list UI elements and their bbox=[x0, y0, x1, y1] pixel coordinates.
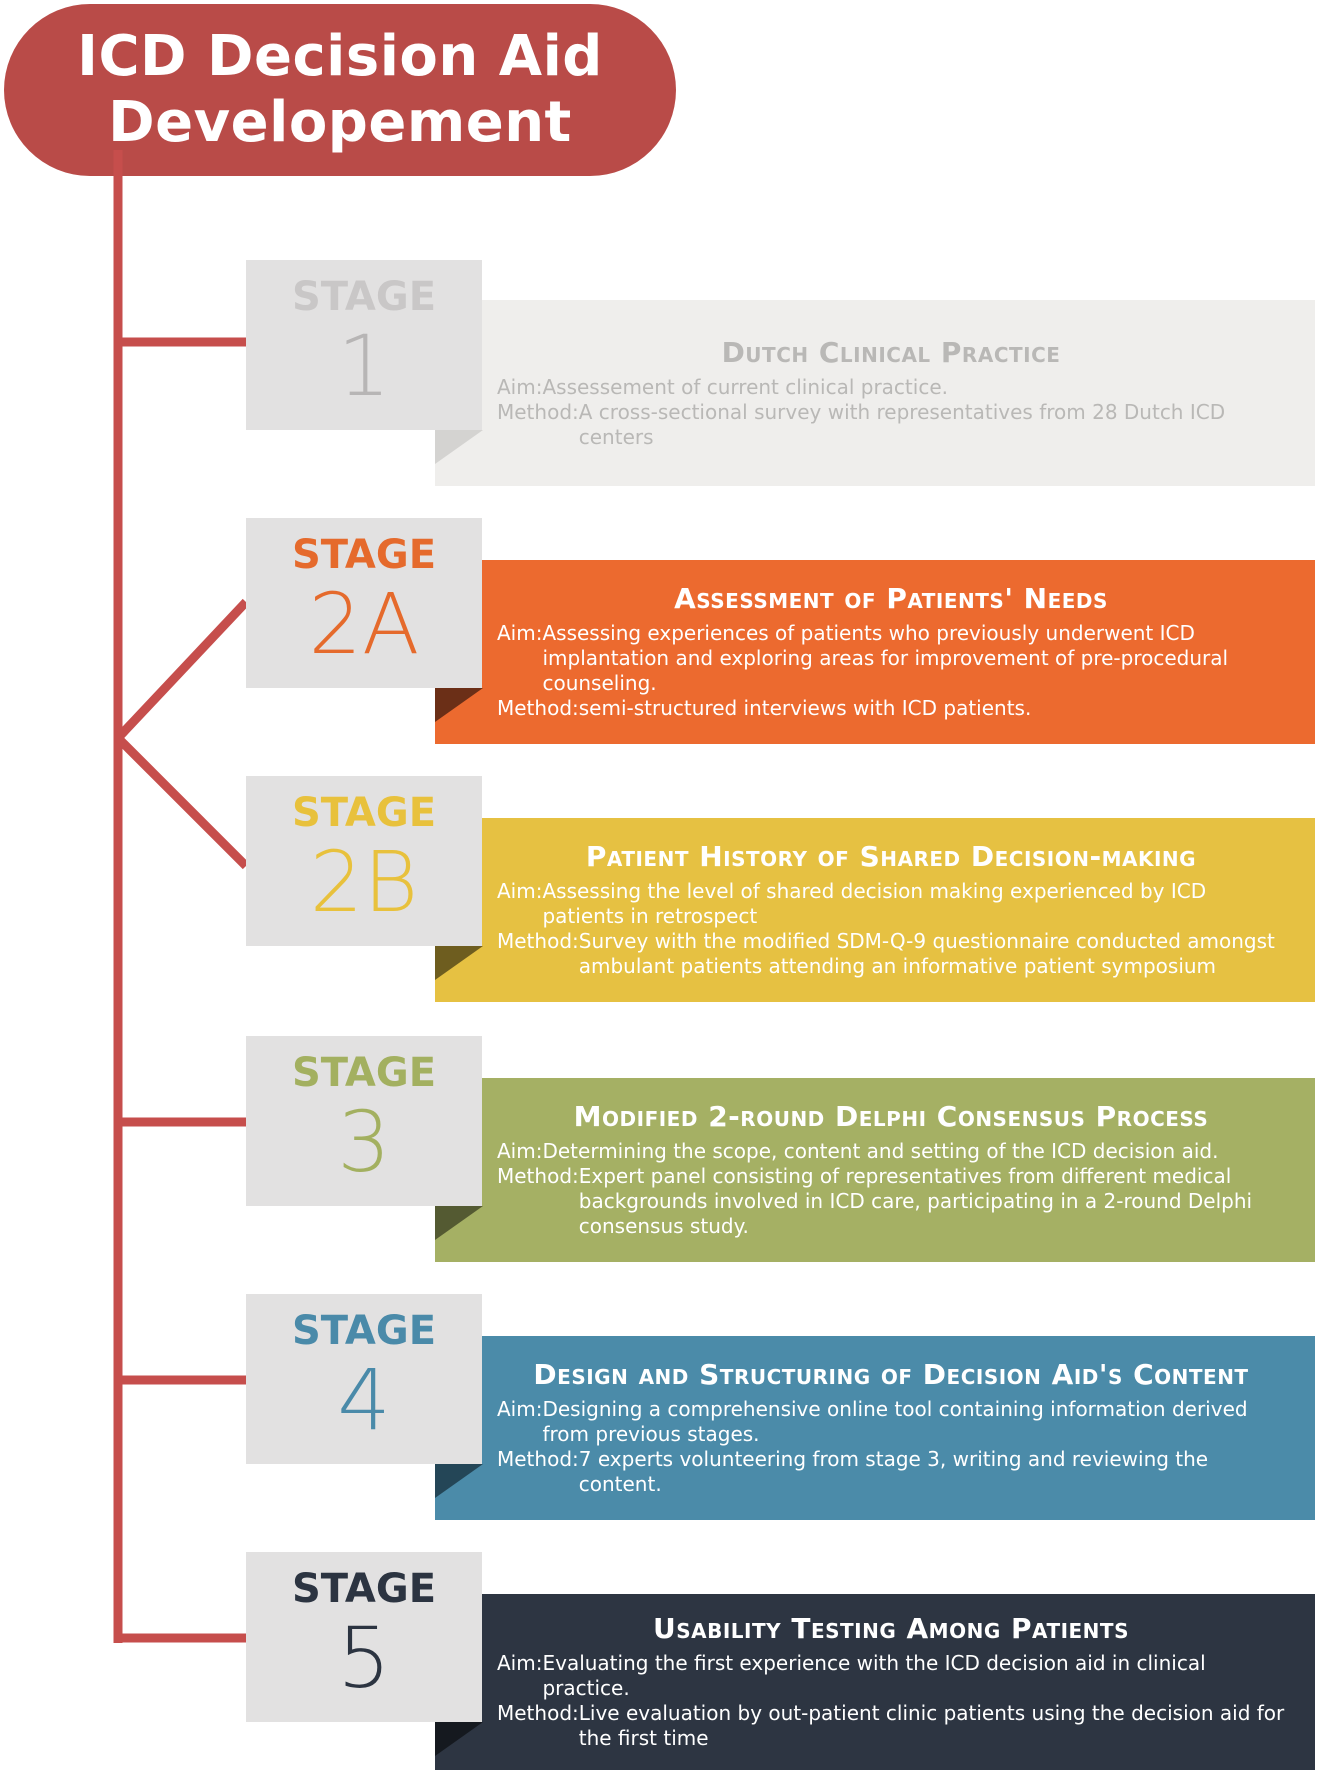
stage-4-bar: Design and Structuring of Decision Aid's… bbox=[435, 1336, 1315, 1520]
stage-4-label: STAGE bbox=[291, 1308, 437, 1354]
aim-text: Assessement of current clinical practice… bbox=[542, 374, 948, 399]
stage-2a-fold bbox=[435, 688, 483, 722]
connector-stage-2a bbox=[114, 598, 250, 742]
stage-2a-box: STAGE 2A bbox=[246, 518, 482, 688]
stage-3-title: Modified 2-round Delphi Consensus Proces… bbox=[573, 1100, 1209, 1133]
aim-label: Aim: bbox=[497, 879, 543, 903]
method-text: semi-structured interviews with ICD pati… bbox=[578, 696, 1032, 720]
stage-1-box: STAGE 1 bbox=[246, 260, 482, 430]
stage-2a-label: STAGE bbox=[291, 532, 437, 578]
stage-2b-method: Method: Survey with the modified SDM-Q-9… bbox=[497, 929, 1285, 979]
stage-3-label: STAGE bbox=[291, 1050, 437, 1096]
method-text: Survey with the modified SDM-Q-9 questio… bbox=[578, 929, 1275, 978]
method-label: Method: bbox=[497, 1447, 579, 1471]
stage-5-number: 5 bbox=[337, 1609, 391, 1707]
stage-2b-bar: Patient History of Shared Decision-makin… bbox=[435, 818, 1315, 1002]
method-text: Live evaluation by out-patient clinic pa… bbox=[578, 1701, 1285, 1750]
stage-4-title: Design and Structuring of Decision Aid's… bbox=[533, 1358, 1249, 1391]
stage-2a-title: Assessment of Patients' Needs bbox=[674, 582, 1108, 615]
stage-5-label: STAGE bbox=[291, 1566, 437, 1612]
stage-2b-fold bbox=[435, 946, 483, 980]
stage-1-title: Dutch Clinical Practice bbox=[721, 335, 1061, 369]
aim-label: Aim: bbox=[497, 1651, 543, 1675]
method-label: Method: bbox=[497, 696, 579, 720]
stage-3-number: 3 bbox=[337, 1093, 391, 1191]
stage-2a-number: 2A bbox=[308, 575, 420, 673]
stage-3-bar: Modified 2-round Delphi Consensus Proces… bbox=[435, 1078, 1315, 1262]
stage-2b-label: STAGE bbox=[291, 790, 437, 836]
stage-1-fold bbox=[435, 430, 483, 464]
stage-2b-box: STAGE 2B bbox=[246, 776, 482, 946]
stage-4-method: Method: 7 experts volunteering from stag… bbox=[497, 1447, 1285, 1497]
stage-2b-aim: Aim: Assessing the level of shared decis… bbox=[497, 879, 1285, 929]
aim-text: Assessing experiences of patients who pr… bbox=[542, 621, 1229, 695]
stage-5-bar: Usability Testing Among Patients Aim:Eva… bbox=[435, 1594, 1315, 1770]
method-label: Method: bbox=[497, 399, 579, 424]
aim-text: Designing a comprehensive online tool co… bbox=[542, 1397, 1248, 1446]
method-text: 7 experts volunteering from stage 3, wri… bbox=[578, 1447, 1209, 1496]
aim-text: Evaluating the first experience with the… bbox=[542, 1651, 1206, 1700]
stage-5-box: STAGE 5 bbox=[246, 1552, 482, 1722]
method-text: A cross-sectional survey with representa… bbox=[578, 399, 1226, 449]
aim-text: Determining the scope, content and setti… bbox=[542, 1139, 1219, 1163]
stage-3-method: Method: Expert panel consisting of repre… bbox=[497, 1164, 1285, 1239]
stage-2a-method: Method: semi-structured interviews with … bbox=[497, 696, 1285, 721]
stage-2b-number: 2B bbox=[309, 833, 419, 931]
stage-2a-bar: Assessment of Patients' Needs Aim: Asses… bbox=[435, 560, 1315, 744]
title-line-1: ICD Decision Aid bbox=[77, 24, 603, 89]
stage-3-fold bbox=[435, 1206, 483, 1240]
aim-text: Assessing the level of shared decision m… bbox=[542, 879, 1207, 928]
stage-2b-title: Patient History of Shared Decision-makin… bbox=[585, 840, 1197, 873]
stage-5-fold bbox=[435, 1722, 483, 1756]
stage-1-bar: Dutch Clinical Practice Aim: Assessement… bbox=[435, 300, 1315, 486]
stage-4-fold bbox=[435, 1464, 483, 1498]
aim-label: Aim: bbox=[497, 621, 543, 645]
method-text: Expert panel consisting of representativ… bbox=[578, 1164, 1253, 1238]
stage-5-aim: Aim:Evaluating the first experience with… bbox=[497, 1651, 1285, 1701]
stage-4-box: STAGE 4 bbox=[246, 1294, 482, 1464]
connector-stage-2b bbox=[114, 734, 250, 870]
stage-3-box: STAGE 3 bbox=[246, 1036, 482, 1206]
stage-1-aim: Aim: Assessement of current clinical pra… bbox=[497, 375, 1285, 400]
title-line-2: Developement bbox=[108, 90, 572, 155]
title-pill: ICD Decision Aid Developement bbox=[4, 4, 676, 176]
stage-4-aim: Aim:Designing a comprehensive online too… bbox=[497, 1397, 1285, 1447]
stage-2a-aim: Aim: Assessing experiences of patients w… bbox=[497, 621, 1285, 696]
stage-1-number: 1 bbox=[337, 317, 391, 415]
stage-3-aim: Aim:Determining the scope, content and s… bbox=[497, 1139, 1285, 1164]
method-label: Method: bbox=[497, 1164, 579, 1188]
method-label: Method: bbox=[497, 929, 579, 953]
stage-4-number: 4 bbox=[337, 1351, 391, 1449]
stage-1-method: Method: A cross-sectional survey with re… bbox=[497, 400, 1285, 450]
method-label: Method: bbox=[497, 1701, 579, 1725]
stage-5-method: Method: Live evaluation by out-patient c… bbox=[497, 1701, 1285, 1751]
stage-1-label: STAGE bbox=[291, 274, 437, 320]
aim-label: Aim: bbox=[497, 1139, 543, 1163]
aim-label: Aim: bbox=[497, 374, 543, 399]
stage-5-title: Usability Testing Among Patients bbox=[653, 1612, 1129, 1645]
aim-label: Aim: bbox=[497, 1397, 543, 1421]
